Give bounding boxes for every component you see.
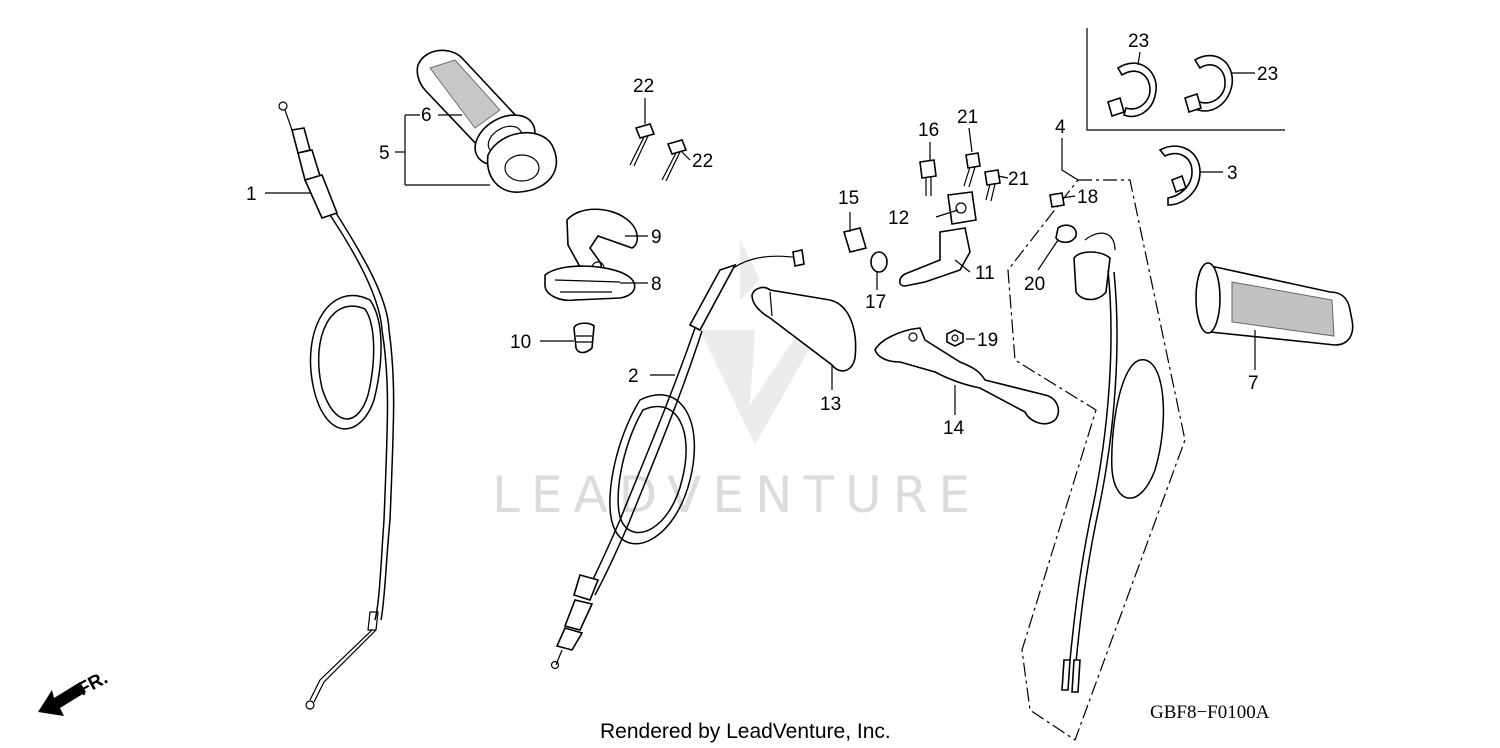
- callout-16: 16: [918, 120, 939, 141]
- callout-21-right: 21: [1008, 169, 1029, 190]
- callout-23-left: 23: [1128, 31, 1149, 52]
- clutch-cable: [550, 249, 805, 670]
- callout-20: 20: [1024, 274, 1045, 295]
- throttle-grip-assembly: [416, 49, 558, 193]
- callout-18: 18: [1077, 187, 1098, 208]
- callout-15: 15: [838, 188, 859, 209]
- front-arrow-icon: [38, 682, 86, 716]
- leader-lines: [265, 51, 1256, 415]
- callout-8: 8: [651, 274, 662, 295]
- callout-22-top: 22: [633, 76, 654, 97]
- left-grip: [1195, 262, 1354, 346]
- callout-3: 3: [1227, 163, 1238, 184]
- throttle-housing: [544, 208, 639, 354]
- callouts: 1 2 3 4 5 6 7 8 9 10 11 12 13 14 15 16 1…: [246, 31, 1278, 439]
- callout-14: 14: [943, 418, 965, 439]
- callout-21-top: 21: [957, 107, 978, 128]
- stop-switch: [1007, 179, 1186, 741]
- callout-1: 1: [246, 184, 257, 205]
- callout-10: 10: [510, 332, 531, 353]
- callout-19: 19: [977, 330, 998, 351]
- watermark: LEADVENTURE: [492, 240, 981, 524]
- lever-cover: [751, 286, 857, 372]
- callout-7: 7: [1248, 373, 1259, 394]
- watermark-logo: [700, 240, 820, 445]
- callout-12: 12: [888, 208, 909, 229]
- lever-bracket: [842, 152, 1001, 287]
- nut-19: [946, 329, 964, 347]
- callout-13: 13: [820, 394, 841, 415]
- callout-5: 5: [379, 143, 390, 164]
- callout-23-right: 23: [1257, 64, 1278, 85]
- callout-2: 2: [628, 366, 639, 387]
- render-credit: Rendered by LeadVenture, Inc.: [600, 720, 891, 743]
- diagram-code: GBF8−F0100A: [1150, 702, 1270, 723]
- callout-4: 4: [1055, 117, 1066, 138]
- callout-6: 6: [421, 105, 432, 126]
- clamps: [1086, 28, 1285, 206]
- clutch-lever: [874, 327, 1060, 425]
- screws-22: [629, 123, 688, 182]
- front-direction-marker: FR.: [38, 668, 111, 716]
- throttle-cable: [278, 101, 395, 710]
- watermark-text: LEADVENTURE: [492, 466, 981, 524]
- callout-17: 17: [865, 292, 886, 313]
- callout-11: 11: [975, 263, 995, 284]
- callout-22-right: 22: [692, 151, 713, 172]
- callout-9: 9: [651, 227, 662, 248]
